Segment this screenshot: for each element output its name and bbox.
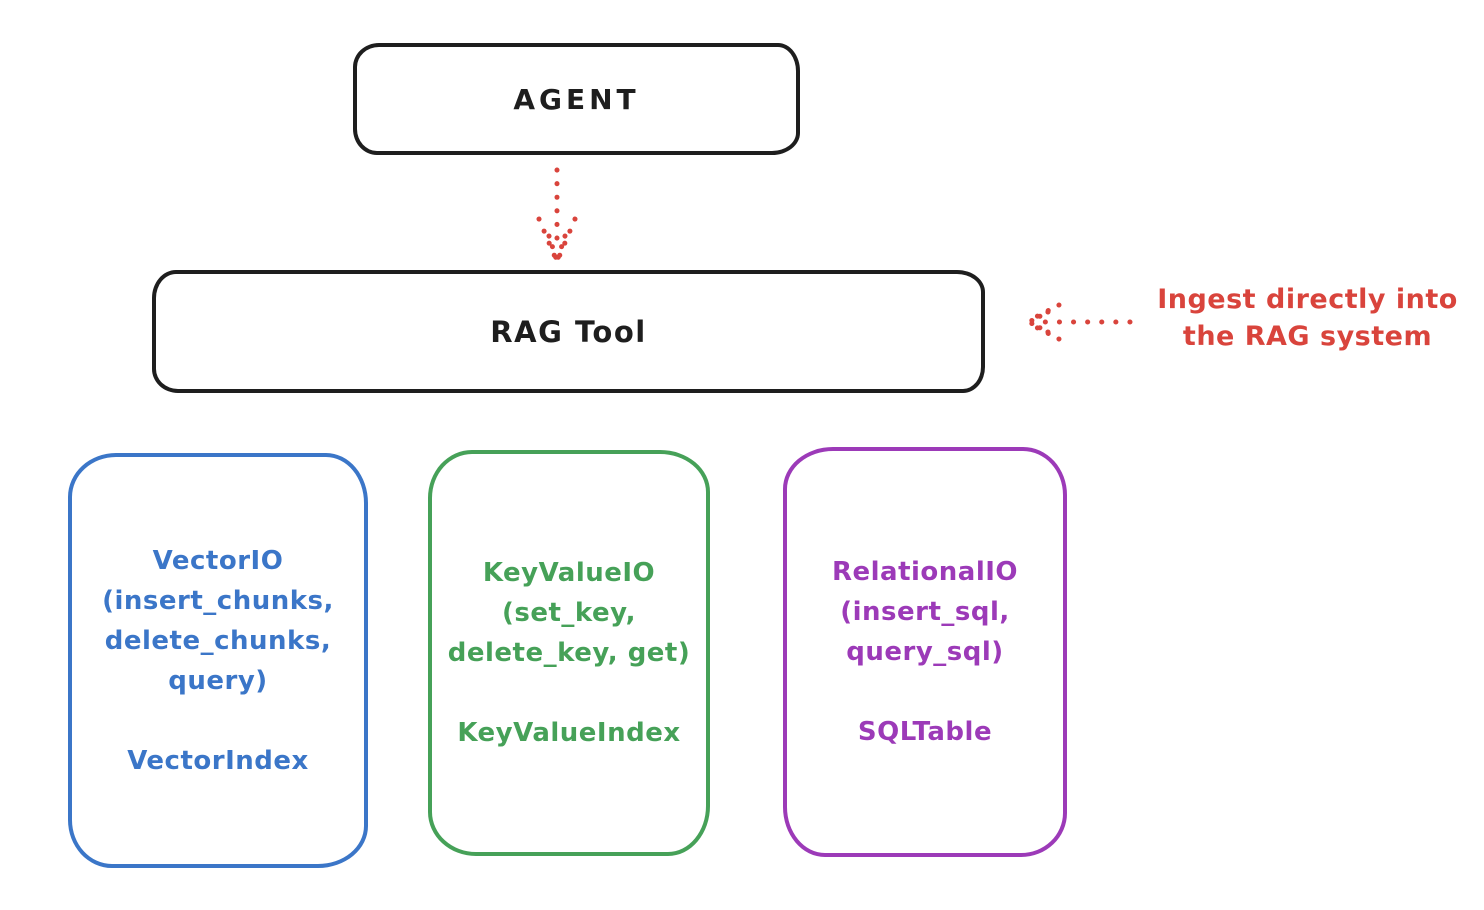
relational-index-label: SQLTable: [857, 717, 993, 747]
io-line: RelationalIO: [831, 557, 1019, 587]
rag-tool-node: RAG Tool: [152, 270, 985, 393]
rag-tool-label: RAG Tool: [490, 314, 647, 349]
io-line: query_sql): [846, 637, 1004, 667]
vector-io-signature: VectorIO (insert_chunks, delete_chunks, …: [102, 541, 334, 701]
ingest-annotation-line-1: Ingest directly into: [1157, 284, 1458, 315]
keyvalue-io-node: KeyValueIO (set_key, delete_key, get) Ke…: [428, 450, 710, 856]
arrow-annotation-to-rag-icon: [1025, 302, 1133, 342]
io-line: (insert_sql,: [840, 597, 1010, 627]
agent-node: AGENT: [353, 43, 800, 155]
io-line: (set_key,: [502, 598, 636, 628]
io-line: delete_key, get): [447, 638, 691, 668]
io-line: (insert_chunks,: [102, 585, 334, 616]
keyvalue-io-signature: KeyValueIO (set_key, delete_key, get): [448, 553, 691, 673]
vector-index-label: VectorIndex: [127, 745, 309, 776]
arrow-agent-to-rag-icon: [536, 167, 578, 261]
io-line: delete_chunks,: [104, 625, 332, 656]
vector-io-node: VectorIO (insert_chunks, delete_chunks, …: [68, 453, 368, 868]
io-line: VectorIO: [152, 545, 284, 576]
ingest-annotation: Ingest directly into the RAG system: [1135, 281, 1480, 355]
io-line: KeyValueIO: [482, 558, 656, 588]
relational-io-node: RelationalIO (insert_sql, query_sql) SQL…: [783, 447, 1067, 857]
agent-label: AGENT: [513, 82, 640, 116]
ingest-annotation-line-2: the RAG system: [1182, 321, 1433, 352]
io-line: query): [168, 665, 268, 696]
relational-io-signature: RelationalIO (insert_sql, query_sql): [832, 552, 1018, 672]
keyvalue-index-label: KeyValueIndex: [457, 718, 681, 748]
